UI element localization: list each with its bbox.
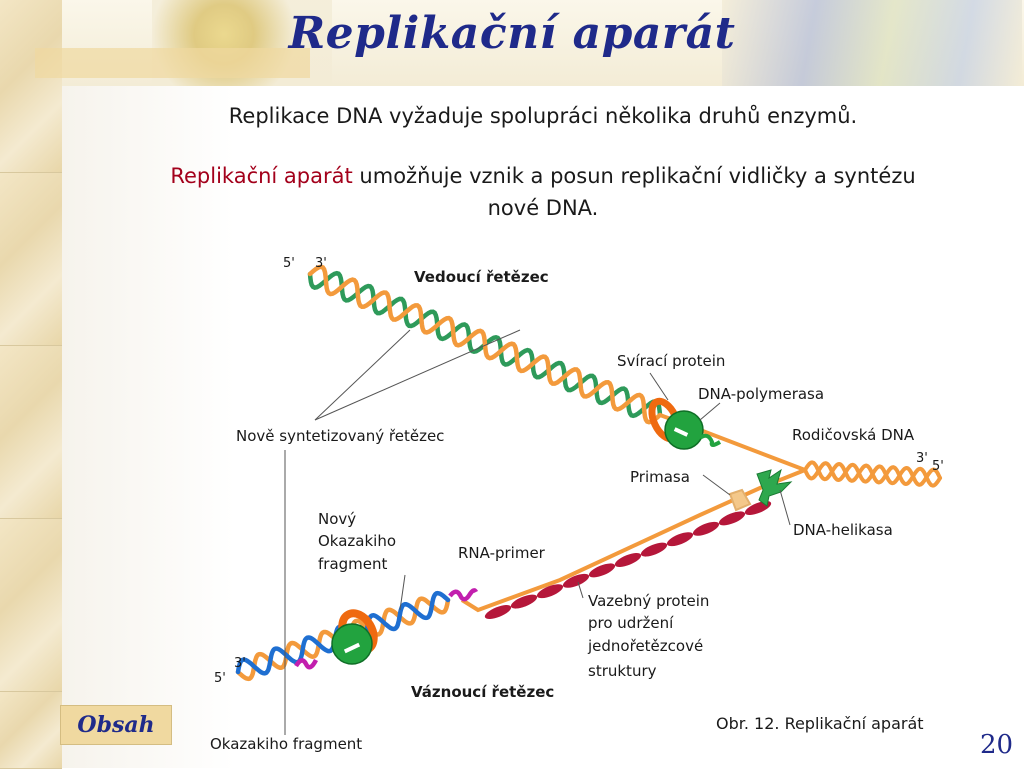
- end-label-bottom-5: 5': [214, 671, 226, 686]
- ssb-protein: [562, 573, 590, 588]
- page-number: 20: [980, 730, 1014, 760]
- primase-shape: [728, 488, 752, 512]
- content-background: [62, 86, 1024, 768]
- end-label-bottom-3: 3': [234, 656, 246, 671]
- polymerase-tail: [698, 433, 722, 447]
- label-parental-dna: Rodičovská DNA: [792, 426, 915, 444]
- ssb-protein: [692, 521, 720, 536]
- ssb-protein: [510, 594, 538, 609]
- end-label-right-5: 5': [932, 459, 944, 474]
- ssb-proteins: [484, 501, 772, 619]
- label-new-strand: Nově syntetizovaný řetězec: [236, 427, 444, 445]
- end-label-top-3: 3': [315, 256, 327, 271]
- end-label-top-5: 5': [283, 256, 295, 271]
- label-ssb-2: pro udržení: [588, 614, 674, 632]
- ssb-protein: [640, 542, 668, 557]
- label-primase: Primasa: [630, 468, 690, 486]
- label-rna-primer: RNA-primer: [458, 544, 546, 562]
- label-ssb-1: Vazebný protein: [588, 592, 709, 610]
- dna-helicase-shape: [756, 468, 793, 507]
- label-dna-helicase: DNA-helikasa: [793, 521, 893, 539]
- figure-caption: Obr. 12. Replikační aparát: [716, 714, 924, 733]
- label-okazaki-fragment: Okazakiho fragment: [210, 735, 362, 753]
- obsah-button[interactable]: Obsah: [60, 705, 172, 745]
- dna-polymerase-upper: [664, 410, 704, 450]
- title-accent-bar: [35, 48, 310, 78]
- label-clamp-protein: Svírací protein: [617, 352, 725, 370]
- label-leading-strand: Vedoucí řetězec: [414, 268, 549, 286]
- page-title: Replikační aparát: [288, 8, 736, 59]
- intro-line-1: Replikace DNA vyžaduje spolupráci několi…: [228, 104, 858, 128]
- rna-primer-new: [448, 588, 479, 602]
- leading-new-strand: [307, 264, 663, 425]
- label-ssb-4: struktury: [588, 662, 657, 680]
- leader-lines: [284, 329, 791, 735]
- parental-strand-b: [803, 460, 942, 488]
- label-new-okazaki-2: Okazakiho: [318, 532, 396, 550]
- decorative-sidebar: [0, 0, 62, 769]
- ssb-protein: [484, 605, 512, 619]
- fork-lower-arm: [460, 468, 806, 613]
- label-lagging-strand: Váznoucí řetězec: [411, 683, 554, 701]
- ssb-protein: [588, 563, 616, 578]
- label-new-okazaki-3: fragment: [318, 555, 388, 573]
- label-new-okazaki-1: Nový: [318, 510, 356, 528]
- ssb-protein: [536, 584, 564, 599]
- dna-polymerase-lower: [331, 623, 373, 665]
- intro-paragraph: Replikační aparát umožňuje vznik a posun…: [62, 160, 1024, 224]
- label-ssb-3: jednořetězcové: [587, 637, 703, 655]
- end-label-right-3: 3': [916, 451, 928, 466]
- highlight-term: Replikační aparát: [170, 164, 353, 188]
- intro-line-3: nové DNA.: [487, 196, 599, 220]
- ssb-protein: [614, 553, 642, 567]
- intro-line-2: umožňuje vznik a posun replikační vidlič…: [352, 164, 916, 188]
- label-dna-polymerase: DNA-polymerasa: [698, 385, 824, 403]
- ssb-protein: [666, 532, 694, 547]
- ssb-protein: [718, 511, 746, 526]
- rna-primer-lagging: [294, 658, 319, 670]
